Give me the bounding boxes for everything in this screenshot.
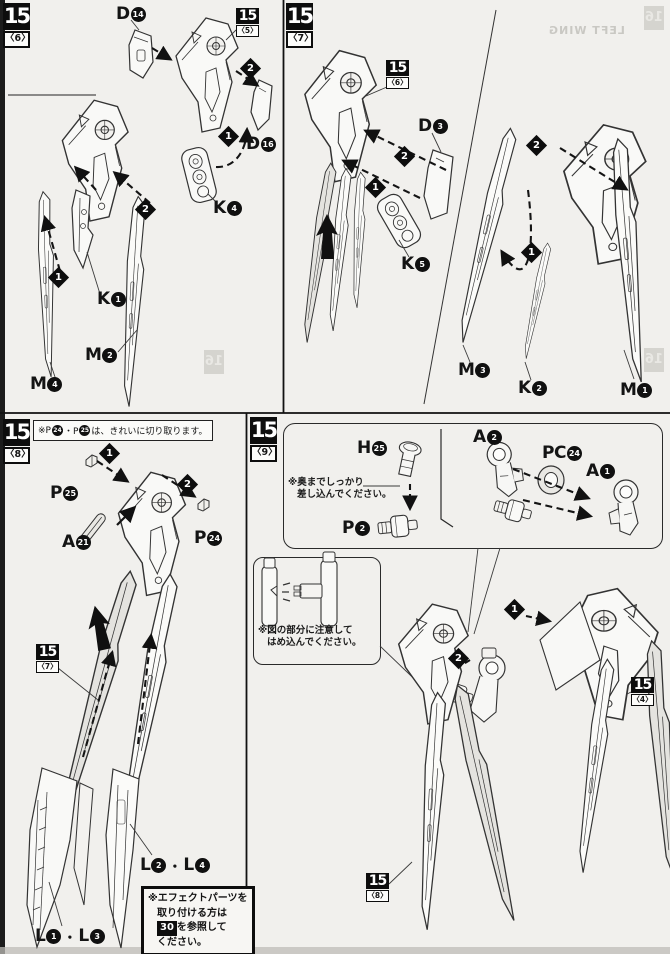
callout-15-8: 15〈8〉 (366, 873, 389, 902)
callout-15-7: 15〈7〉 (36, 644, 59, 673)
order-marker-1: 1 (364, 176, 387, 199)
step-header-15-8: 15〈8〉 (3, 419, 31, 464)
order-marker-2: 2 (447, 647, 470, 670)
order-marker-1: 1 (520, 241, 543, 264)
order-marker-1: 1 (217, 125, 240, 148)
callout-15-5: 15〈5〉 (236, 8, 259, 37)
insert-note: ※奥までしっかり 差し込んでください。 (288, 477, 392, 501)
step-header-15-7: 15〈7〉 (286, 3, 314, 48)
callout-15-6: 15〈6〉 (386, 60, 409, 89)
order-marker-2: 2 (525, 134, 548, 157)
order-marker-2: 2 (393, 145, 416, 168)
order-marker-2: 2 (176, 473, 199, 496)
step-30-chip: 30 (157, 921, 177, 936)
order-marker-2: 2 (134, 198, 157, 221)
callout-15-4: 15〈4〉 (631, 677, 654, 706)
order-marker-1: 1 (503, 598, 526, 621)
step9-fit-detail-panel (253, 557, 381, 665)
order-marker-1: 1 (47, 266, 70, 289)
fit-note: ※図の部分に注意して はめ込んでください。 (258, 625, 362, 649)
step-header-15-9: 15〈9〉 (250, 417, 278, 462)
order-marker-1: 1 (98, 442, 121, 465)
order-marker-2: 2 (239, 57, 262, 80)
step-header-15-6: 15〈6〉 (3, 3, 31, 48)
